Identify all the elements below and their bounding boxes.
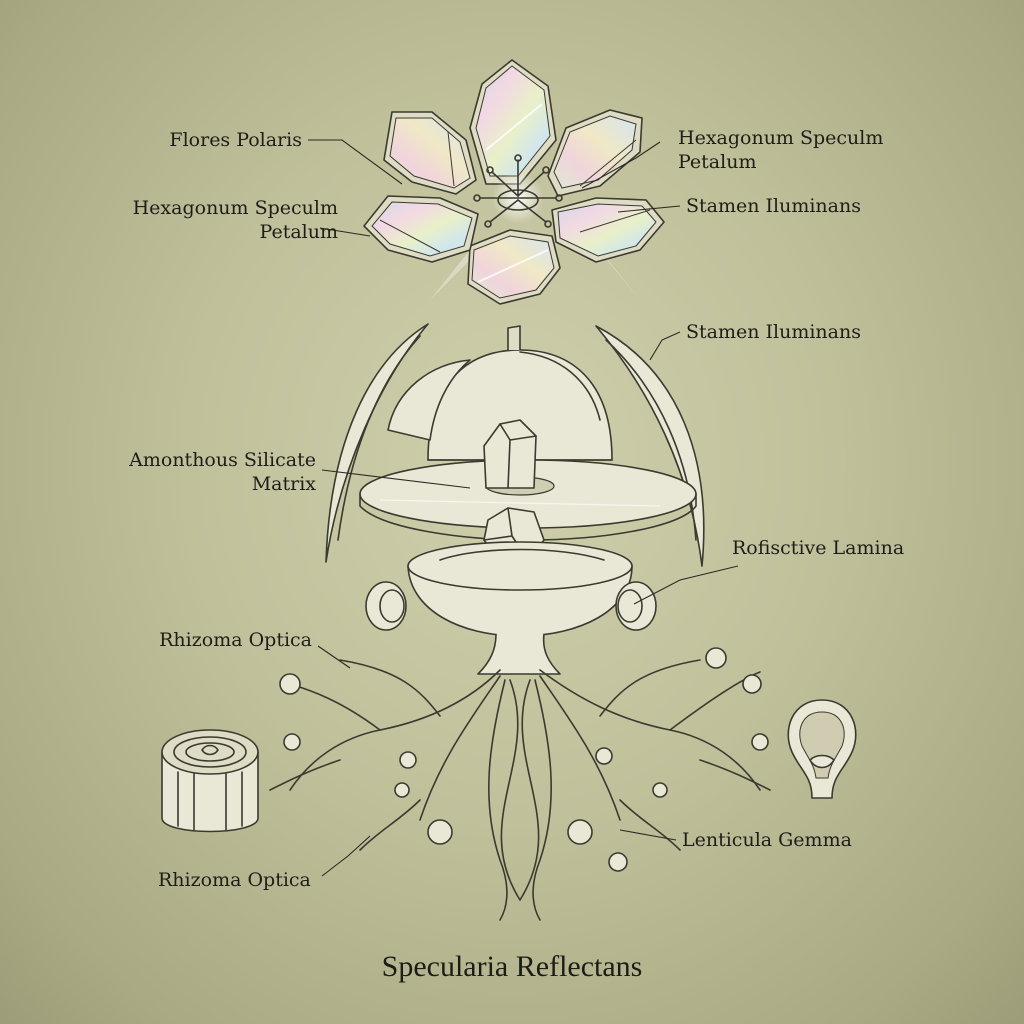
label-rofisctive-lamina: Rofisctive Lamina (732, 537, 905, 559)
lens-ring-left (365, 581, 407, 631)
label-flores-polaris: Flores Polaris (169, 129, 302, 151)
lens-ring-right (615, 581, 657, 631)
label-rhizoma-optica-lower: Rhizoma Optica (158, 869, 311, 891)
label-hexagonum-left-line1: Hexagonum Speculm (132, 197, 338, 219)
label-stamen-iluminans-mid: Stamen Iluminans (686, 321, 861, 343)
lower-bowl (407, 541, 633, 675)
label-hexagonum-left-line2: Petalum (259, 221, 338, 243)
label-amorphous-line2: Matrix (251, 473, 316, 495)
label-lenticula-gemma: Lenticula Gemma (682, 829, 852, 851)
root-nodules (279, 647, 769, 872)
dome-cap (387, 325, 613, 461)
diagram-title: Specularia Reflectans (381, 950, 643, 983)
rhizoma-cylinder (161, 729, 259, 833)
label-amorphous-silicate-matrix: Amonthous Silicate Matrix (110, 448, 316, 496)
label-hexagonum-petalum-right: Hexagonum Speculm Petalum (678, 126, 883, 174)
lenticula-seed (787, 699, 857, 799)
label-hexagonum-petalum-left: Hexagonum Speculm Petalum (112, 196, 338, 244)
left-sepal (325, 323, 429, 563)
root-system (269, 659, 771, 921)
leader-lines (308, 139, 739, 877)
label-amorphous-line1: Amonthous Silicate (129, 449, 316, 471)
label-stamen-iluminans-top: Stamen Iluminans (686, 195, 861, 217)
label-hexagonum-right-line1: Hexagonum Speculm (678, 127, 884, 149)
label-hexagonum-right-line2: Petalum (678, 151, 757, 173)
silicate-disc (359, 459, 697, 541)
flores-polaris-flower (363, 59, 665, 305)
label-rhizoma-optica-upper: Rhizoma Optica (159, 629, 312, 651)
